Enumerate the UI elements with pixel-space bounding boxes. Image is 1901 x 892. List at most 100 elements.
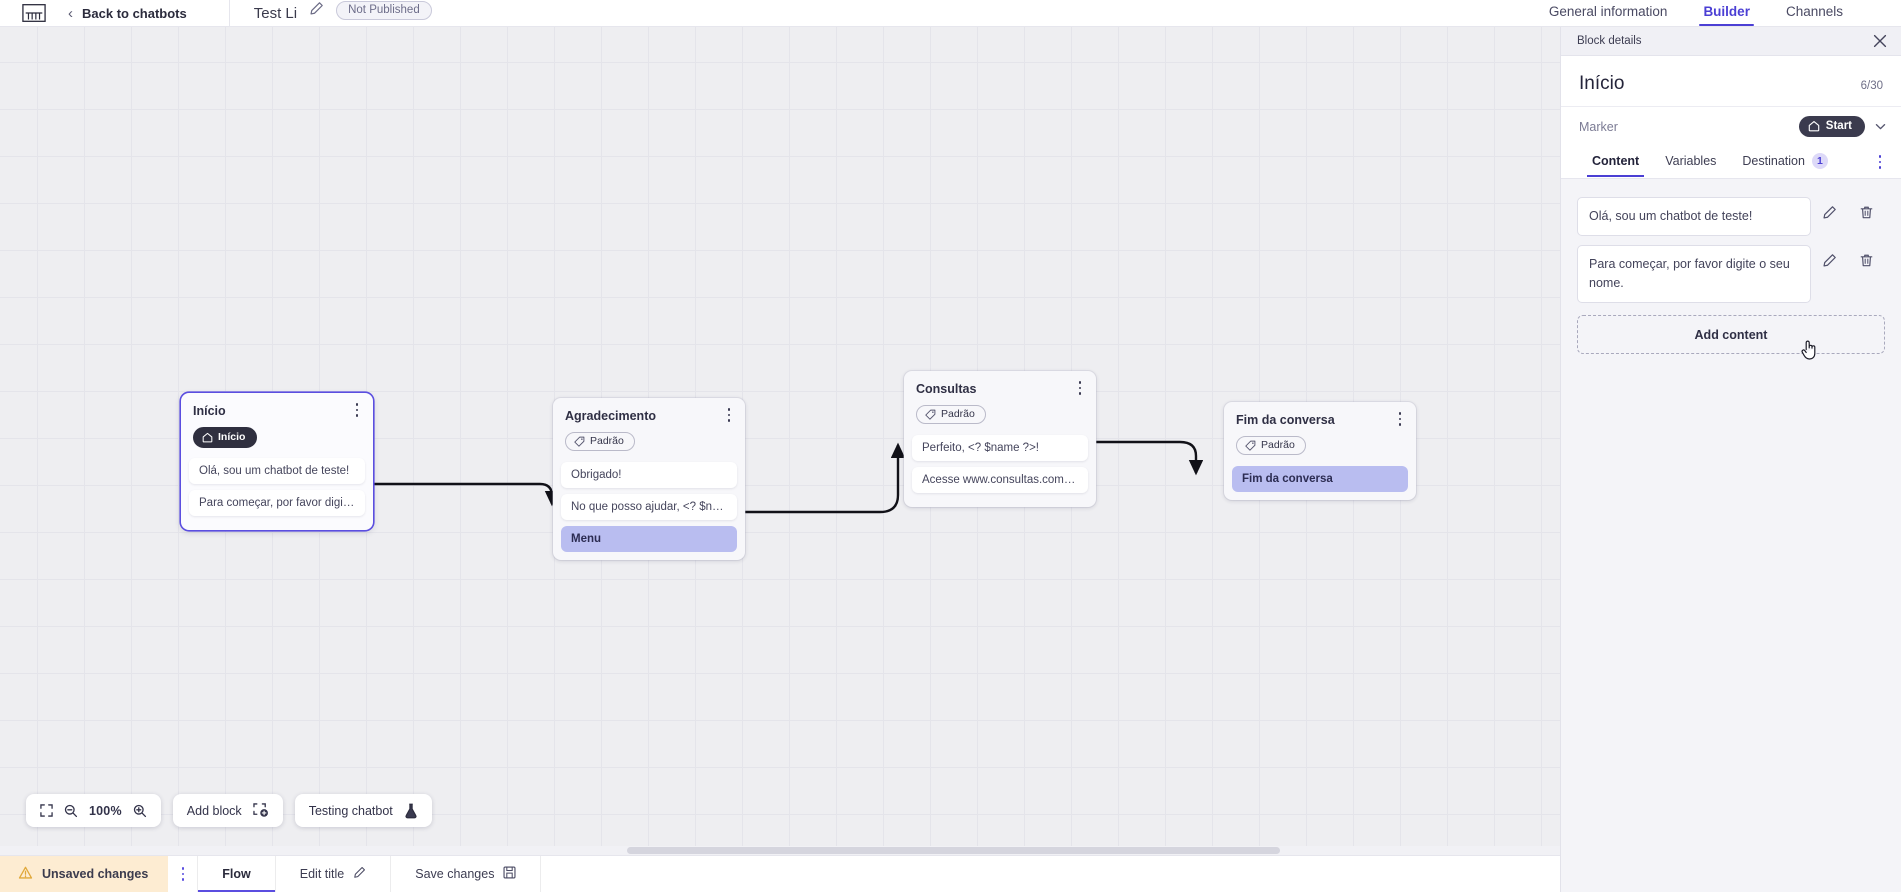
- tag-icon: [574, 436, 585, 447]
- flow-node-fim-da-conversa[interactable]: Fim da conversa Padrão Fim da conversa: [1224, 402, 1416, 500]
- testing-chatbot-label: Testing chatbot: [308, 803, 393, 818]
- unsaved-changes-status: Unsaved changes: [0, 856, 169, 892]
- back-to-chatbots-button[interactable]: ‹ Back to chatbots: [46, 0, 213, 26]
- tab-destination[interactable]: Destination 1: [1729, 146, 1841, 178]
- node-tag-default[interactable]: Padrão: [1236, 436, 1306, 455]
- bot-title-group: Test Li Not Published: [230, 0, 432, 26]
- node-header: Consultas: [904, 371, 1096, 396]
- node-chip[interactable]: Obrigado!: [561, 461, 737, 488]
- unsaved-changes-label: Unsaved changes: [42, 867, 149, 881]
- home-icon: [202, 432, 213, 442]
- kebab-menu-icon[interactable]: [1869, 151, 1891, 173]
- canvas-horizontal-scrollbar[interactable]: [0, 846, 1560, 855]
- header-tabs: General information Builder Channels: [1531, 0, 1901, 26]
- fit-screen-icon[interactable]: [40, 804, 53, 817]
- node-chip[interactable]: No que posso ajudar, <? $name ...: [561, 493, 737, 520]
- node-chip[interactable]: Olá, sou um chatbot de teste!: [189, 458, 365, 484]
- node-tag-default[interactable]: Padrão: [565, 432, 635, 451]
- node-tag-row: Início: [181, 418, 373, 458]
- node-tag-row: Padrão: [553, 423, 745, 462]
- node-chip-menu[interactable]: Menu: [561, 525, 737, 552]
- pencil-icon[interactable]: [1811, 245, 1848, 268]
- node-tag-row: Padrão: [1224, 427, 1416, 466]
- trash-icon[interactable]: [1848, 197, 1885, 220]
- zoom-out-icon[interactable]: [64, 804, 78, 818]
- node-tag-label: Padrão: [1261, 439, 1295, 451]
- content-text[interactable]: Para começar, por favor digite o seu nom…: [1577, 245, 1811, 303]
- warning-triangle-icon: [18, 866, 33, 883]
- tab-content[interactable]: Content: [1579, 147, 1652, 177]
- node-tag-label: Padrão: [941, 408, 975, 420]
- marker-label: Marker: [1579, 119, 1618, 134]
- zoom-in-icon[interactable]: [133, 804, 147, 818]
- node-chip[interactable]: Perfeito, <? $name ?>!: [912, 434, 1088, 461]
- chevron-left-icon: ‹: [68, 5, 73, 22]
- close-icon[interactable]: [1873, 34, 1887, 48]
- panel-header-label: Block details: [1577, 35, 1642, 47]
- kebab-menu-icon[interactable]: [1393, 410, 1407, 428]
- kebab-menu-icon[interactable]: [350, 401, 364, 419]
- pencil-icon: [353, 866, 366, 882]
- testing-chatbot-button[interactable]: Testing chatbot: [294, 794, 432, 827]
- chevron-down-icon[interactable]: [1874, 120, 1887, 133]
- flask-icon: [404, 803, 418, 819]
- zoom-level: 100%: [89, 803, 122, 818]
- node-tag-label: Padrão: [590, 435, 624, 447]
- node-header: Fim da conversa: [1224, 402, 1416, 427]
- add-block-label: Add block: [186, 803, 242, 818]
- kebab-menu-icon[interactable]: [722, 406, 736, 424]
- tab-variables-label: Variables: [1665, 154, 1717, 168]
- marker-value-group[interactable]: Start: [1798, 116, 1887, 137]
- tab-channels[interactable]: Channels: [1785, 4, 1843, 19]
- content-item: Olá, sou um chatbot de teste!: [1577, 197, 1885, 236]
- tab-general-information[interactable]: General information: [1548, 4, 1668, 19]
- scrollbar-thumb[interactable]: [627, 847, 1280, 854]
- zoom-control-group[interactable]: 100%: [26, 794, 161, 827]
- footer-tab-flow-label: Flow: [222, 867, 251, 881]
- node-title: Início: [193, 404, 226, 418]
- pencil-icon[interactable]: [1811, 197, 1848, 220]
- flow-node-agradecimento[interactable]: Agradecimento Padrão Obrigado! No que po…: [553, 398, 745, 560]
- node-tag-label: Início: [218, 431, 246, 443]
- panel-header: Block details: [1561, 27, 1901, 56]
- panel-content-area: Olá, sou um chatbot de teste! Para começ…: [1561, 179, 1901, 892]
- node-title: Fim da conversa: [1236, 413, 1335, 427]
- footer-tab-flow[interactable]: Flow: [198, 856, 276, 892]
- content-item: Para começar, por favor digite o seu nom…: [1577, 245, 1885, 303]
- tab-builder[interactable]: Builder: [1685, 5, 1768, 26]
- trash-icon[interactable]: [1848, 245, 1885, 268]
- panel-body: Início 6/30 Marker Start Content: [1561, 56, 1901, 179]
- marker-start-badge[interactable]: Start: [1798, 116, 1865, 137]
- node-chip[interactable]: Para começar, por favor digite o ...: [189, 490, 365, 516]
- flow-node-inicio[interactable]: Início Início Olá, sou um chatbot de tes…: [181, 393, 373, 530]
- add-content-button[interactable]: Add content: [1577, 315, 1885, 354]
- tab-content-label: Content: [1592, 154, 1640, 168]
- kebab-menu-icon[interactable]: [168, 856, 199, 892]
- footer-save-changes-button[interactable]: Save changes: [391, 856, 542, 892]
- add-block-button[interactable]: Add block: [172, 794, 283, 827]
- header-divider: [228, 0, 230, 26]
- node-chip-end[interactable]: Fim da conversa: [1232, 465, 1408, 492]
- canvas-toolbar: 100% Add block Testing chatbot: [26, 794, 432, 827]
- marker-row: Marker Start: [1561, 107, 1901, 146]
- flow-canvas[interactable]: Início Início Olá, sou um chatbot de tes…: [0, 27, 1560, 855]
- marker-value-label: Start: [1825, 120, 1852, 132]
- block-name: Início: [1579, 73, 1625, 94]
- kebab-menu-icon[interactable]: [1073, 379, 1087, 397]
- add-block-icon: [253, 803, 269, 818]
- node-chip[interactable]: Acesse www.consultas.com par...: [912, 466, 1088, 493]
- node-tag-start[interactable]: Início: [193, 427, 258, 448]
- footer-edit-title-label: Edit title: [299, 867, 345, 881]
- panel-title-row: Início 6/30: [1561, 56, 1901, 107]
- flow-node-consultas[interactable]: Consultas Padrão Perfeito, <? $name ?>! …: [904, 371, 1096, 507]
- pencil-icon[interactable]: [309, 1, 324, 21]
- panel-tabs: Content Variables Destination 1: [1561, 146, 1901, 179]
- floppy-disk-icon: [503, 866, 516, 882]
- node-title: Consultas: [916, 382, 977, 396]
- content-text[interactable]: Olá, sou um chatbot de teste!: [1577, 197, 1811, 236]
- node-tag-default[interactable]: Padrão: [916, 405, 986, 424]
- chatbot-logo-icon[interactable]: [0, 0, 46, 26]
- tab-variables[interactable]: Variables: [1652, 147, 1729, 177]
- footer-edit-title-button[interactable]: Edit title: [276, 856, 392, 892]
- destination-count-badge: 1: [1811, 153, 1828, 169]
